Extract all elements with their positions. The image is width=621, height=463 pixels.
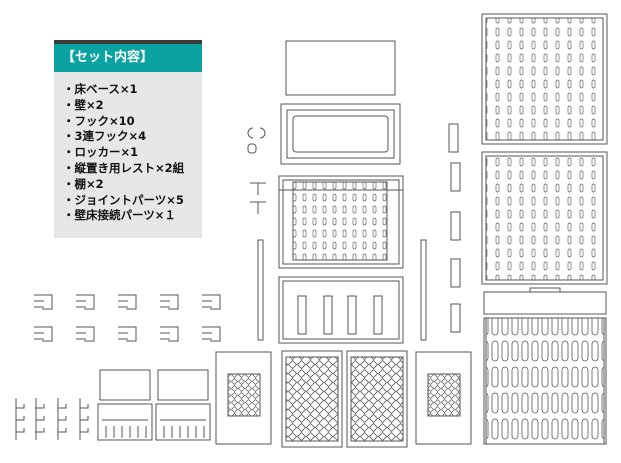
set-contents-panel: 【セット内容】 ・床ベース×1 ・壁×2 ・フック×10 ・3連フック×4 ・ロ… bbox=[54, 40, 202, 238]
shelf-left bbox=[98, 370, 152, 440]
hooks-grid bbox=[34, 295, 220, 341]
list-item: ・棚×2 bbox=[63, 176, 104, 191]
connector-clips bbox=[449, 124, 460, 332]
shelf-right bbox=[156, 370, 210, 440]
set-contents-list: ・床ベース×1 ・壁×2 ・フック×10 ・3連フック×4 ・ロッカー×1 ・縦… bbox=[63, 82, 184, 224]
locker-door bbox=[279, 277, 403, 343]
small-hooks bbox=[248, 128, 266, 214]
lattice-panel-right bbox=[347, 351, 407, 447]
list-item: ・フック×10 bbox=[63, 113, 135, 128]
locker-body bbox=[279, 176, 403, 268]
triple-hooks bbox=[16, 398, 88, 440]
list-item: ・ロッカー×1 bbox=[63, 145, 139, 160]
shelf-board bbox=[484, 288, 606, 314]
side-panel-small-right bbox=[416, 352, 471, 444]
lattice-panel-left bbox=[282, 351, 342, 447]
list-item: ・ジョイントパーツ×5 bbox=[63, 192, 184, 207]
wall-panel-bottom bbox=[482, 152, 607, 284]
list-item: ・縦置き用レスト×2組 bbox=[63, 160, 185, 175]
list-item: ・3連フック×4 bbox=[63, 129, 147, 144]
side-panel-small-left bbox=[216, 352, 271, 444]
list-item: ・壁×2 bbox=[63, 97, 104, 112]
wall-panel-top bbox=[482, 14, 607, 144]
floor-tray bbox=[281, 104, 400, 164]
list-item: ・床ベース×1 bbox=[63, 82, 138, 96]
list-item: ・壁床接続パーツ×１ bbox=[63, 208, 176, 223]
set-contents-title: 【セット内容】 bbox=[54, 40, 202, 72]
rest-rods bbox=[258, 240, 426, 340]
vent-panel bbox=[484, 318, 606, 444]
top-panel bbox=[286, 41, 395, 95]
